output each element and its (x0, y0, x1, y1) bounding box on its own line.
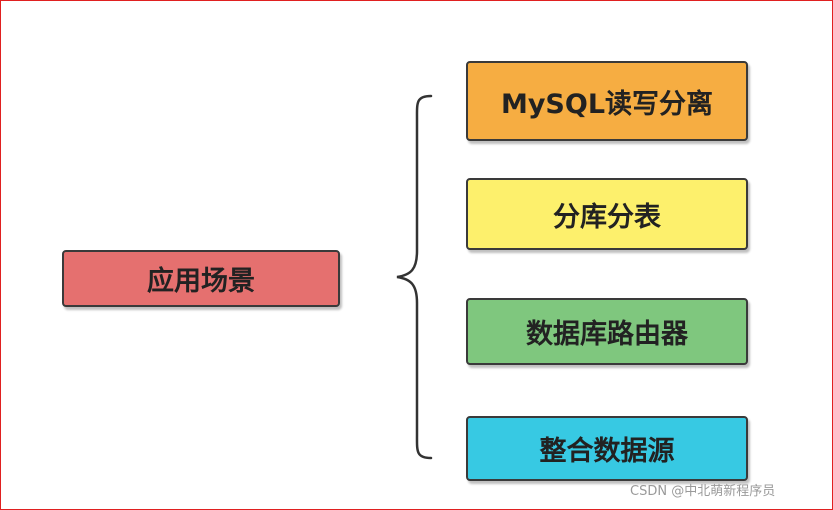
branch-node-integrate-datasources: 整合数据源 (466, 416, 748, 481)
branch-node-database-router: 数据库路由器 (466, 298, 748, 365)
branch-node-mysql-read-write-split: MySQL读写分离 (466, 61, 748, 141)
branch-node-sharding: 分库分表 (466, 178, 748, 250)
root-node-application-scenarios: 应用场景 (62, 250, 340, 307)
watermark-text: CSDN @中北萌新程序员 (630, 484, 776, 499)
curly-brace-connector (396, 94, 433, 460)
